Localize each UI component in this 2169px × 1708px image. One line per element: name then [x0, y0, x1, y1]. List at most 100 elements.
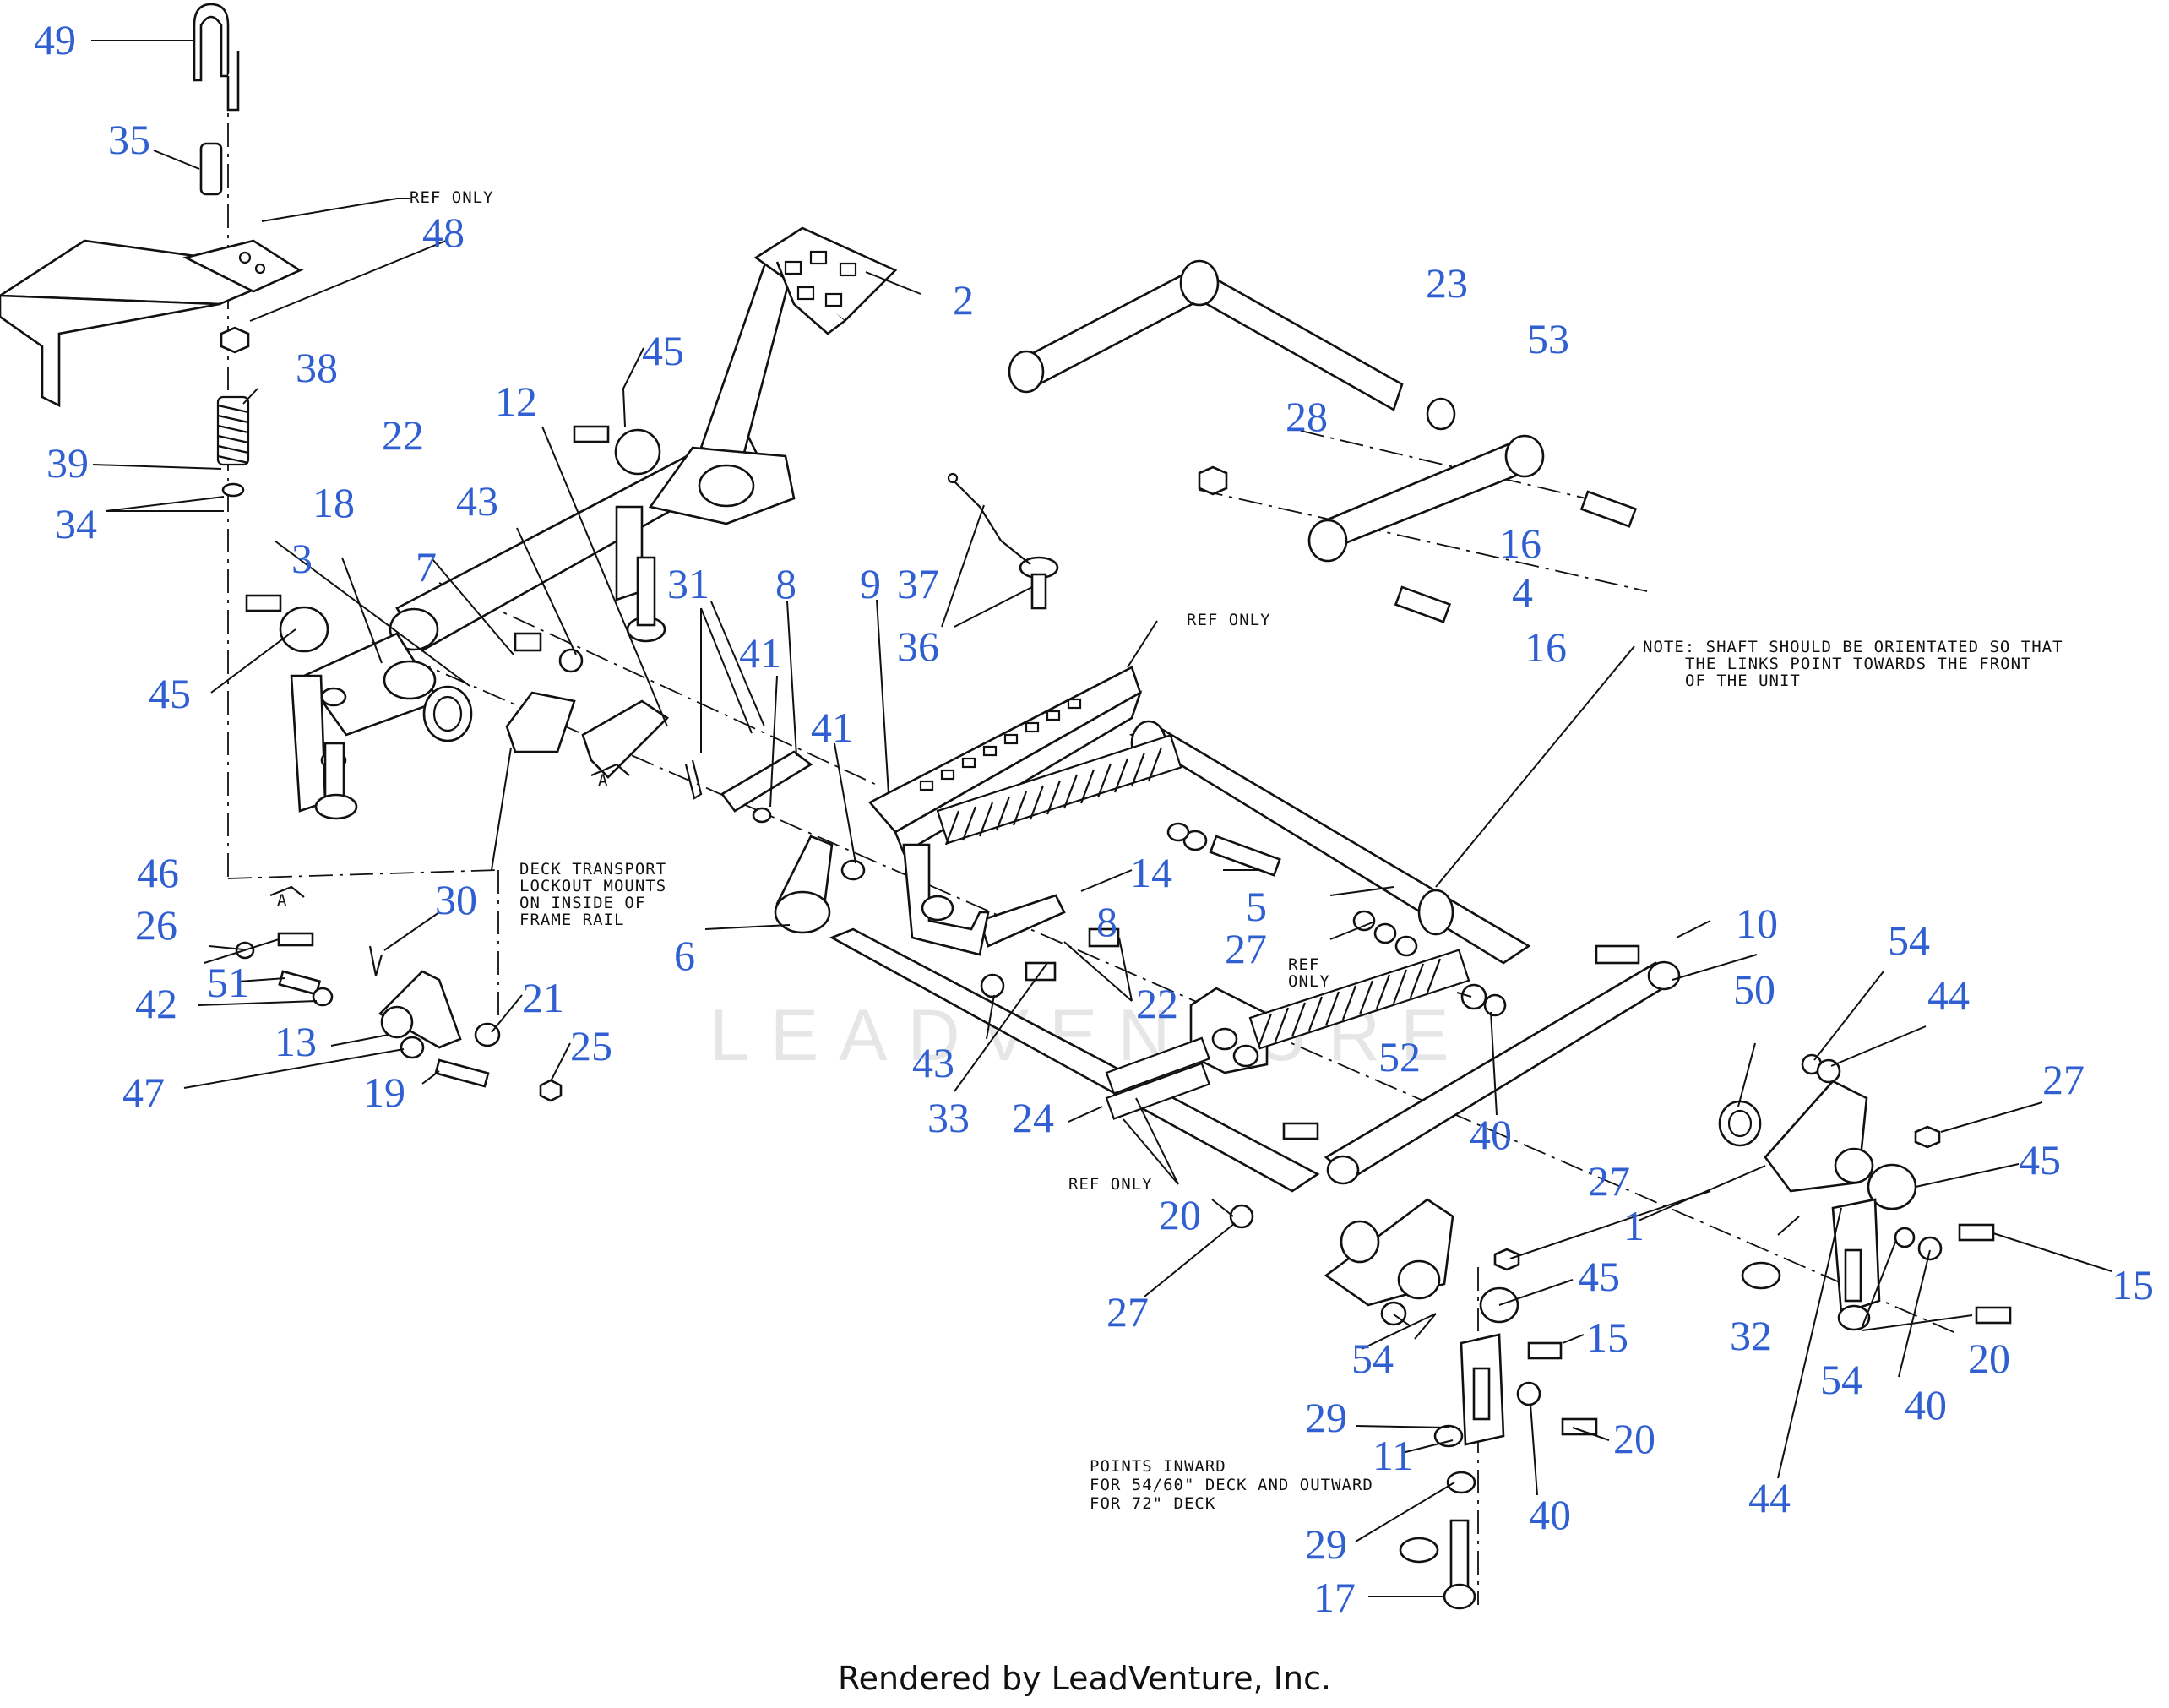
- leader-lines: [91, 40, 2112, 1597]
- u-pin: [193, 3, 240, 112]
- label-5: 5: [1246, 883, 1267, 930]
- washer-52: [1460, 983, 1507, 1017]
- bolt-15-right: [1958, 1223, 1995, 1242]
- label-22-lower: 22: [1136, 980, 1178, 1027]
- label-8-lower: 8: [1096, 898, 1117, 945]
- lift-link: [1324, 960, 1681, 1185]
- knob: [1019, 556, 1059, 610]
- label-20-lower: 20: [1613, 1415, 1655, 1462]
- label-46: 46: [137, 849, 179, 896]
- label-44-lower: 44: [1748, 1474, 1791, 1521]
- bushing-7: [422, 685, 473, 742]
- note-points-2: FOR 54/60" DECK AND OUTWARD: [1090, 1476, 1373, 1494]
- note-detail-a-1: A: [598, 771, 608, 790]
- label-52: 52: [1378, 1033, 1421, 1080]
- spring-assembly-upper: [902, 733, 1182, 956]
- nut-27-lower: [1479, 1248, 1520, 1324]
- nut-27-right: [1914, 1125, 1941, 1149]
- clip-32: [1741, 1261, 1781, 1290]
- label-24: 24: [1012, 1094, 1054, 1141]
- label-2: 2: [953, 276, 974, 324]
- label-40-lower: 40: [1529, 1491, 1571, 1538]
- clip-31: [684, 759, 703, 800]
- notes: REF ONLY REF ONLY REF ONLY REF ONLY NOTE…: [277, 188, 2063, 1513]
- nut-25: [539, 1079, 563, 1102]
- note-points-3: FOR 72" DECK: [1090, 1494, 1215, 1513]
- label-15-lower: 15: [1586, 1314, 1628, 1361]
- bolt-20-right: [1975, 1306, 2012, 1325]
- bolt-16-upper: [1579, 490, 1638, 528]
- label-30: 30: [435, 876, 477, 923]
- footer-credit: Rendered by LeadVenture, Inc.: [837, 1660, 1332, 1697]
- label-49: 49: [34, 16, 76, 63]
- label-40-center: 40: [1470, 1111, 1512, 1158]
- label-41-upper: 41: [739, 629, 781, 677]
- label-28: 28: [1286, 393, 1328, 440]
- link-8: [720, 750, 813, 824]
- bolt-16-lower: [1394, 585, 1452, 623]
- link-8b: [978, 894, 1066, 948]
- note-ref-only-bottom: REF ONLY: [1068, 1175, 1153, 1194]
- washer-41: [840, 859, 866, 881]
- note-ref-only-top: REF ONLY: [410, 188, 494, 207]
- note-points-1: POINTS INWARD: [1090, 1457, 1226, 1476]
- bracket-11: [1433, 1333, 1505, 1448]
- compression-spring: [216, 395, 250, 466]
- bracket-11-right: [1831, 1198, 1881, 1331]
- washer-47: [400, 1036, 425, 1059]
- label-33: 33: [927, 1094, 970, 1141]
- label-8-upper: 8: [775, 560, 796, 607]
- label-27-right: 27: [2042, 1056, 2085, 1103]
- label-40-right: 40: [1905, 1381, 1947, 1428]
- label-9: 9: [860, 560, 881, 607]
- bushing-lower: [1340, 1220, 1380, 1264]
- label-4: 4: [1512, 568, 1533, 616]
- label-41-center: 41: [811, 704, 853, 751]
- assembly-axes: [227, 42, 1960, 1605]
- pin: [199, 142, 223, 196]
- note-ref-only-spring-1: REF: [1288, 955, 1319, 974]
- label-37: 37: [897, 560, 939, 607]
- label-25: 25: [570, 1022, 612, 1069]
- washer: [221, 482, 245, 498]
- bolt-left: [245, 594, 329, 653]
- bushing-53: [1426, 397, 1456, 431]
- rocker-shaft: [1008, 259, 1404, 411]
- bolt-46: [235, 932, 314, 960]
- spring-assembly-lower: [1189, 949, 1470, 1074]
- hardware-27-top: [1352, 910, 1418, 957]
- label-14: 14: [1130, 849, 1172, 896]
- note-shaft-3: OF THE UNIT: [1685, 672, 1801, 690]
- label-39: 39: [46, 439, 89, 487]
- label-15-right: 15: [2112, 1261, 2154, 1308]
- label-16-lower: 16: [1525, 623, 1567, 671]
- label-12: 12: [495, 378, 537, 425]
- nut-54-top: [1801, 1053, 1841, 1084]
- note-lockout-2: LOCKOUT MOUNTS: [519, 877, 666, 895]
- detail-a-flags: [269, 763, 630, 898]
- transport-lockout: [505, 691, 576, 753]
- note-ref-only-spring-2: ONLY: [1288, 972, 1330, 991]
- label-26: 26: [135, 901, 177, 949]
- label-47: 47: [122, 1069, 165, 1116]
- note-ref-only-center: REF ONLY: [1187, 611, 1271, 629]
- label-54-upper: 54: [1888, 917, 1930, 964]
- bushing-50: [1718, 1100, 1762, 1147]
- label-45-upper: 45: [642, 327, 684, 374]
- label-22-upper: 22: [382, 411, 424, 459]
- label-53: 53: [1527, 315, 1569, 362]
- label-43-upper: 43: [456, 477, 498, 525]
- label-3: 3: [291, 535, 313, 582]
- springs-ref: [1105, 1036, 1211, 1120]
- note-detail-a-2: A: [277, 891, 287, 910]
- label-27-lower: 27: [1588, 1157, 1630, 1205]
- lift-arm-lower: [1324, 1198, 1454, 1307]
- bolt-upper: [573, 425, 661, 476]
- washer-40-right: [1894, 1227, 1943, 1261]
- label-20-right: 20: [1968, 1335, 2010, 1382]
- bolt-20-center: [1229, 1122, 1319, 1229]
- label-32: 32: [1730, 1312, 1772, 1359]
- label-31: 31: [667, 560, 709, 607]
- label-6: 6: [674, 932, 695, 979]
